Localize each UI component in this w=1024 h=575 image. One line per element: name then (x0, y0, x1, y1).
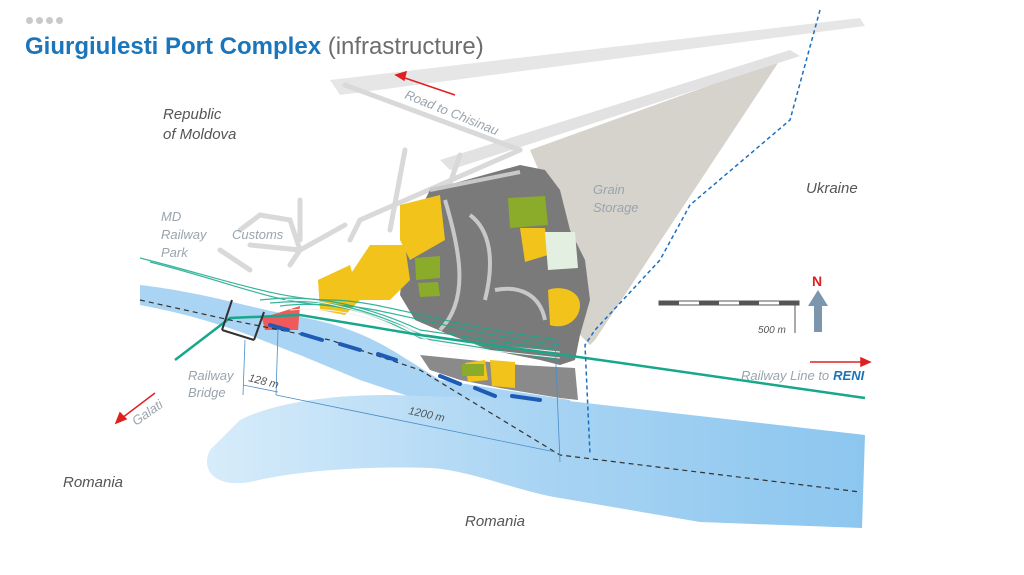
railway-bridge (221, 299, 265, 341)
window-dots (26, 17, 63, 24)
dot (56, 17, 63, 24)
pale-green-area (545, 232, 578, 270)
port-rail-tracks (139, 257, 561, 361)
dot (46, 17, 53, 24)
label-md-3: Park (161, 245, 189, 260)
label-moldova-1: Republic (163, 106, 222, 123)
green-areas (415, 196, 548, 376)
page-title: Giurgiulesti Port Complex (infrastructur… (25, 33, 484, 61)
label-grain-2: Storage (593, 200, 639, 215)
label-dist-128: 128 m (247, 372, 280, 391)
label-customs: Customs (232, 227, 284, 242)
distance-markers (242, 329, 561, 463)
label-galati: Galati (129, 396, 166, 428)
label-north: N (812, 273, 822, 289)
north-arrow-icon (808, 290, 828, 332)
label-romania-south: Romania (465, 513, 525, 530)
port-roads (429, 170, 547, 332)
label-railway-line: Railway Line to RENI (741, 368, 865, 383)
label-md-2: Railway (161, 227, 208, 242)
dot (26, 17, 33, 24)
berths (268, 323, 542, 402)
label-md-1: MD (161, 209, 181, 224)
label-ukraine: Ukraine (806, 180, 858, 197)
border-dashed-ukraine (584, 9, 821, 456)
label-romania-west: Romania (63, 474, 123, 491)
railway-line-dest: RENI (833, 368, 864, 383)
scale-bar (658, 300, 800, 333)
border-dashed-river (139, 299, 861, 493)
railway-line-prefix: Railway Line to (741, 368, 829, 383)
direction-arrows (114, 70, 872, 425)
label-grain-1: Grain (593, 182, 625, 197)
label-scale: 500 m (758, 325, 786, 336)
border-band (330, 18, 865, 95)
label-bridge-1: Railway (188, 368, 235, 383)
label-moldova-2: of Moldova (163, 126, 236, 143)
title-rest: (infrastructure) (327, 33, 484, 60)
border-band-lower (440, 50, 800, 170)
title-bold: Giurgiulesti Port Complex (25, 33, 322, 60)
ukraine-zone (530, 60, 780, 345)
dot (36, 17, 43, 24)
river-danube (206, 395, 866, 528)
label-bridge-2: Bridge (188, 385, 226, 400)
railway-line (174, 313, 866, 400)
storage-yards (318, 195, 580, 388)
